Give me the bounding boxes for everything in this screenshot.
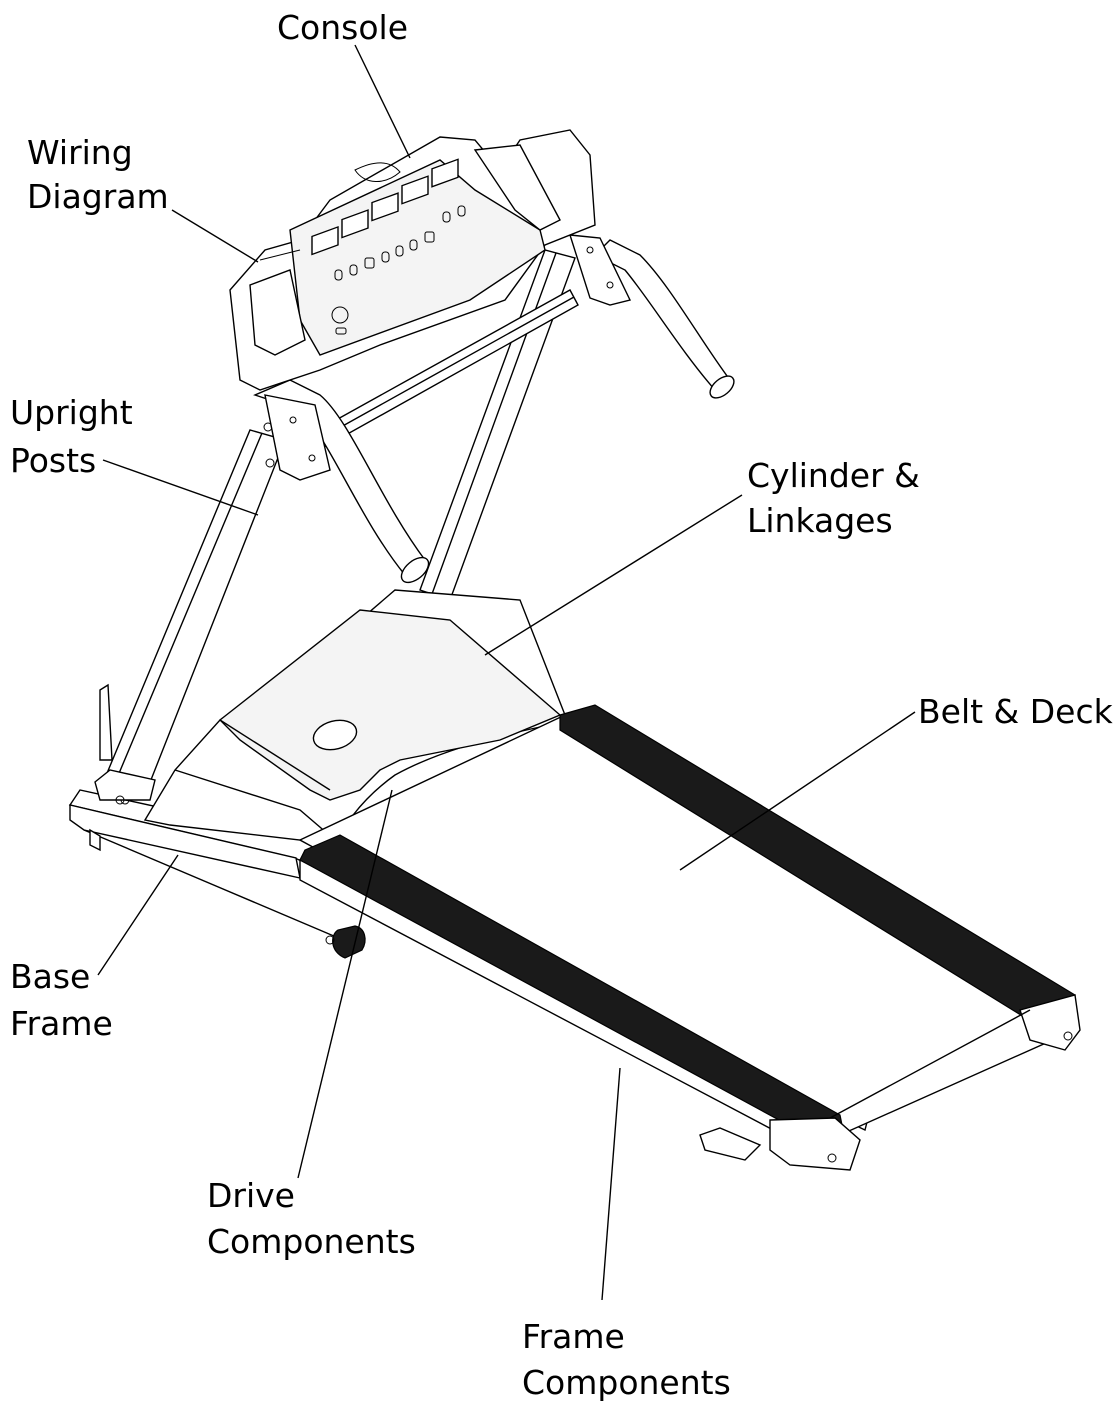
label-base-frame-line1: Base (10, 957, 90, 996)
label-belt-deck-line: Belt & Deck (918, 692, 1114, 731)
label-cylinder-linkages: Cylinder & Linkages (747, 456, 930, 540)
callout-labels: Console Wiring Diagram Upright Posts Cyl… (10, 8, 1114, 1402)
label-drive-components-line2: Components (207, 1222, 416, 1261)
leader-console (354, 44, 411, 159)
leader-cylinder-linkages (484, 494, 743, 656)
label-base-frame-line2: Frame (10, 1004, 113, 1043)
label-upright-posts: Upright Posts (10, 393, 143, 480)
label-drive-components: Drive Components (207, 1176, 416, 1261)
label-frame-components-line1: Frame (522, 1317, 625, 1356)
label-frame-components: Frame Components (522, 1317, 731, 1402)
label-drive-components-line1: Drive (207, 1176, 295, 1215)
label-upright-posts-line1: Upright (10, 393, 133, 432)
label-wiring-diagram-line2: Diagram (27, 177, 169, 216)
label-wiring-diagram: Wiring Diagram (27, 133, 169, 216)
console-keypad (334, 205, 466, 281)
treadmill-illustration (68, 129, 1081, 1171)
leader-belt-deck (679, 711, 916, 871)
label-belt-deck: Belt & Deck (918, 692, 1114, 731)
console-part (229, 129, 596, 391)
label-base-frame: Base Frame (10, 957, 113, 1043)
handrails-part (253, 234, 735, 584)
belt-deck-part (298, 704, 1081, 1171)
label-cylinder-linkages-line2: Linkages (747, 501, 893, 540)
label-upright-posts-line2: Posts (10, 441, 96, 480)
leader-lines (97, 44, 916, 1301)
motor-hood-part (143, 589, 566, 856)
leader-drive-components (297, 789, 393, 1179)
leader-upright-posts (102, 459, 259, 516)
console-display-windows (311, 158, 459, 256)
label-wiring-diagram-line1: Wiring (27, 133, 133, 172)
label-console: Console (277, 8, 408, 47)
leader-frame-components (601, 1067, 621, 1301)
upright-posts-part (94, 249, 579, 805)
safety-key-icon (331, 306, 349, 324)
label-cylinder-linkages-line1: Cylinder & (747, 456, 920, 495)
leader-wiring-diagram (171, 209, 259, 263)
leader-base-frame (97, 854, 179, 976)
label-console-line: Console (277, 8, 408, 47)
label-frame-components-line2: Components (522, 1363, 731, 1402)
